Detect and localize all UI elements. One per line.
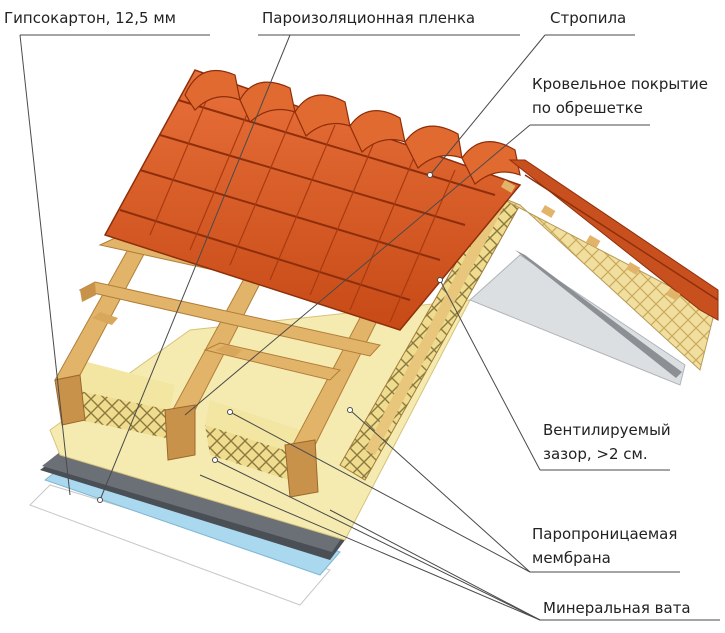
label-rafters: Стропила [550,9,627,27]
right-side-panel [469,194,716,386]
label-membrane-line1: Паропроницаемая [532,525,678,543]
leader-dots [97,172,443,503]
label-vapor-film: Пароизоляционная пленка [262,9,476,27]
label-vent-gap-line2: зазор, >2 см. [543,445,648,463]
right-slope-tiles [501,159,719,321]
label-roofing-line2: по обрешетке [532,99,643,117]
leader-lines [19,34,720,621]
label-vent-gap-line1: Вентилируемый [543,421,671,439]
label-roofing-line1: Кровельное покрытие [532,75,708,93]
label-mineral-wool: Минеральная вата [543,599,691,617]
drywall-layer [29,452,345,606]
roof-tiles [103,69,522,331]
label-drywall: Гипсокартон, 12,5 мм [4,9,176,27]
label-membrane-line2: мембрана [532,549,611,567]
ridge-caps [184,69,521,185]
